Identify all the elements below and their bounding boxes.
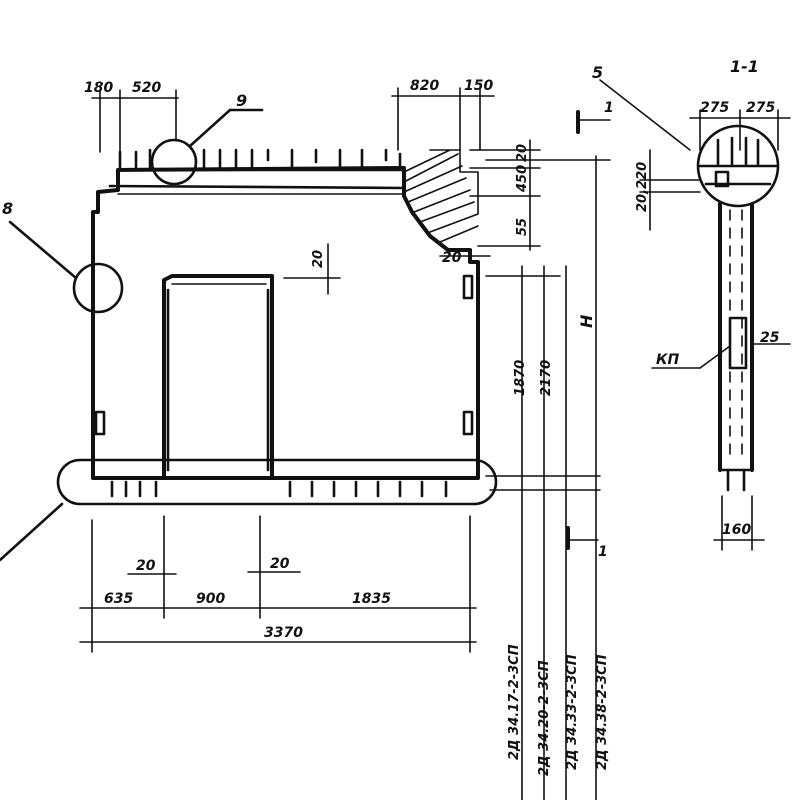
corner-hatch [403,149,479,243]
dim-520: 520 [132,80,161,96]
dim-180: 180 [84,80,113,96]
section-mark-top: 1 [604,100,614,116]
panel-mark-3: 2Д 34.33-2-3СП [565,654,580,770]
section-title: 1-1 [730,57,759,76]
dim-right-20: 20 [515,144,530,162]
bottom-node-leader [0,502,64,562]
top-rebar-outlets [118,148,402,170]
dim-1870: 1870 [513,360,528,396]
dim-900: 900 [196,591,225,607]
section-cut-marks: 1 1 [566,100,614,560]
bottom-dimensions: 20 20 635 900 1835 3370 [79,515,477,653]
side-plate-right-bottom [462,410,474,436]
label-kp: КП [656,352,679,368]
right-dimensions: 20 450 55 20 20 1870 2170 H 2Д 34.17-2-3… [283,139,611,800]
dim-820: 820 [410,78,439,94]
section-insert [728,316,748,370]
bottom-node-outline [56,458,498,506]
panel-mark-2: 2Д 34.20-2-3СП [537,660,552,776]
door-opening [162,274,274,480]
panel-outline [91,166,480,480]
section-node-circle [696,124,780,208]
dim-635: 635 [104,591,133,607]
dim-25: 25 [760,330,780,346]
callout-8-label: 8 [2,199,13,218]
section-1-1: 1-1 275 275 5 20,220 25 [592,57,791,551]
dim-450: 450 [515,165,530,193]
wall-panel [0,148,498,562]
panel-mark-4: 2Д 34.38-2-3СП [595,654,610,770]
dim-20-inner-top: 20 [311,250,326,268]
dim-20-right-inner: 20 [442,250,462,266]
dim-2170: 2170 [539,360,554,396]
dim-150: 150 [464,78,493,94]
dim-20-bottom-right: 20 [270,556,290,572]
dim-H: H [577,314,596,328]
dim-55: 55 [515,218,530,236]
callout-5-label: 5 [592,63,603,82]
dim-20-220: 20,220 [635,162,650,212]
side-plate-right-top [462,274,474,300]
callout-node-9: 9 [150,91,264,186]
top-beam-edge [108,184,406,190]
section-mark-bottom: 1 [598,544,608,560]
dim-3370: 3370 [264,625,303,641]
side-plate-left [94,410,106,436]
dim-275-left: 275 [700,100,729,116]
dim-160: 160 [722,522,751,538]
bottom-rebar-outlets [110,480,448,498]
top-dimensions: 180 520 820 150 [84,78,495,153]
callout-9-label: 9 [236,91,247,110]
dim-275-right: 275 [746,100,775,116]
callout-node-8: 8 [2,199,124,314]
dim-20-bottom-left: 20 [136,558,156,574]
panel-mark-1: 2Д 34.17-2-3СП [507,644,522,760]
dim-1835: 1835 [352,591,391,607]
